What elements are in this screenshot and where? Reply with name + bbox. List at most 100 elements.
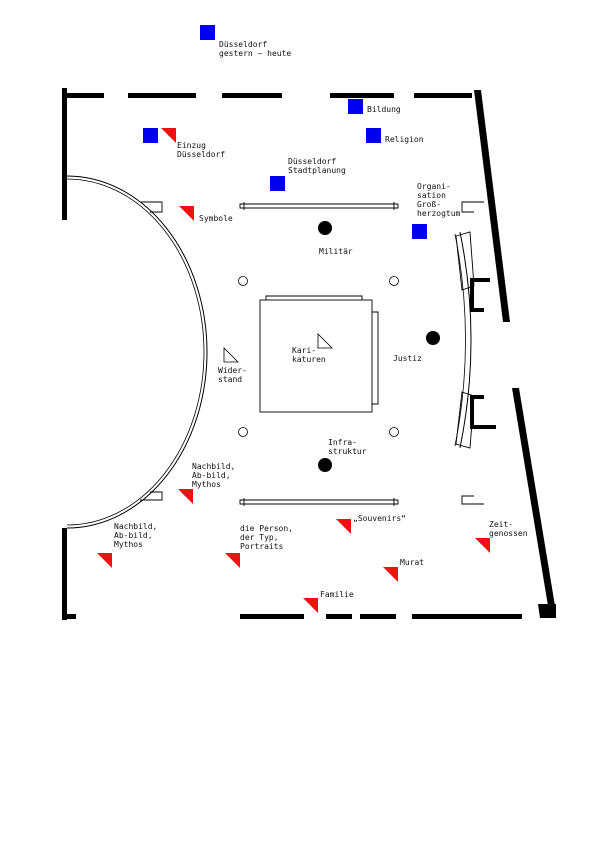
blue-marker-bildung bbox=[348, 99, 363, 114]
central-block-outer bbox=[259, 299, 373, 413]
right-wall-upper bbox=[474, 90, 510, 322]
label-line: Symbole bbox=[199, 214, 233, 223]
triangle-outline-widerstand bbox=[223, 347, 239, 363]
label-line: Infra- bbox=[328, 438, 357, 447]
label-line: katuren bbox=[292, 355, 326, 364]
display-case-right bbox=[455, 391, 475, 449]
blue-marker-stadtplanung bbox=[270, 176, 285, 191]
bottom-wall-segment bbox=[326, 614, 352, 619]
label-nachbild-outer: Nachbild,Ab-bild,Mythos bbox=[114, 522, 157, 549]
bottom-wall-segment bbox=[360, 614, 396, 619]
label-line: Familie bbox=[320, 590, 354, 599]
column bbox=[389, 427, 399, 437]
label-line: Stadtplanung bbox=[288, 166, 346, 175]
red-markers bbox=[97, 128, 490, 613]
round-object-militaer bbox=[318, 221, 332, 235]
label-line: Mythos bbox=[192, 480, 221, 489]
bottom-wall-segment bbox=[62, 614, 76, 619]
red-marker-einzug bbox=[161, 128, 176, 143]
curved-wall-inner bbox=[66, 178, 205, 526]
display-walls bbox=[140, 201, 484, 506]
bottom-wall-segment bbox=[412, 614, 522, 619]
label-line: stand bbox=[218, 375, 242, 384]
column bbox=[389, 276, 399, 286]
label-line: Düsseldorf bbox=[288, 157, 336, 166]
label-line: Nachbild, bbox=[114, 522, 157, 531]
walls bbox=[62, 88, 556, 620]
central-block bbox=[259, 295, 379, 413]
right-wall-lower bbox=[512, 388, 556, 612]
label-line: Ab-bild, bbox=[192, 471, 231, 480]
label-nachbild-inner: Nachbild,Ab-bild,Mythos bbox=[192, 462, 235, 489]
label-line: Ab-bild, bbox=[114, 531, 153, 540]
label-religion: Religion bbox=[385, 135, 424, 144]
label-line: Mythos bbox=[114, 540, 143, 549]
label-widerstand: Wider-stand bbox=[218, 366, 247, 384]
label-line: die Person, bbox=[240, 524, 293, 533]
label-familie: Familie bbox=[320, 590, 354, 599]
round-objects bbox=[318, 221, 440, 472]
label-line: Bildung bbox=[367, 105, 401, 114]
label-line: Wider- bbox=[218, 366, 247, 375]
blue-marker-organisation bbox=[412, 224, 427, 239]
blue-markers bbox=[143, 25, 427, 239]
label-line: Groß- bbox=[417, 200, 441, 209]
label-line: struktur bbox=[328, 447, 367, 456]
round-object-infrastruktur bbox=[318, 458, 332, 472]
label-murat: Murat bbox=[400, 558, 424, 567]
label-line: Religion bbox=[385, 135, 424, 144]
label-line: Justiz bbox=[393, 354, 422, 363]
red-marker-zeitgenossen bbox=[475, 538, 490, 553]
round-object-justiz bbox=[426, 331, 440, 345]
right-niche-bottom bbox=[470, 395, 484, 399]
label-line: herzogtum bbox=[417, 209, 461, 218]
label-zeitgenossen: Zeit-genossen bbox=[489, 520, 528, 538]
label-line: Kari- bbox=[292, 346, 316, 355]
right-niche-top bbox=[470, 308, 484, 312]
label-line: Düsseldorf bbox=[219, 40, 267, 49]
blue-marker-einzug bbox=[143, 128, 158, 143]
curved-wall-outer bbox=[66, 175, 208, 529]
top-wall-segment bbox=[414, 93, 472, 98]
red-marker-murat bbox=[383, 567, 398, 582]
display-wall-bottom bbox=[239, 499, 399, 505]
red-marker-symbole bbox=[179, 206, 194, 221]
label-infrastruktur: Infra-struktur bbox=[328, 438, 367, 456]
left-wall-bottom bbox=[62, 528, 67, 620]
red-marker-nachbild-inner bbox=[178, 489, 193, 504]
right-niche-bottom bbox=[470, 395, 474, 429]
label-bildung: Bildung bbox=[367, 105, 401, 114]
top-wall-segment bbox=[330, 93, 394, 98]
display-case-right bbox=[455, 231, 475, 291]
blue-marker-duesseldorf-gestern bbox=[200, 25, 215, 40]
red-marker-person bbox=[225, 553, 240, 568]
vitrine-left-bottom bbox=[140, 491, 163, 501]
label-line: „Souvenirs“ bbox=[353, 514, 406, 523]
bottom-wall-segment bbox=[240, 614, 304, 619]
vitrine-left-top bbox=[140, 201, 163, 213]
top-wall-segment bbox=[128, 93, 196, 98]
label-line: sation bbox=[417, 191, 446, 200]
column bbox=[238, 276, 248, 286]
curved-wall-right bbox=[459, 231, 472, 449]
label-symbole: Symbole bbox=[199, 214, 233, 223]
label-die-person: die Person,der Typ,Portraits bbox=[240, 524, 293, 551]
display-wall-top-end bbox=[243, 202, 395, 210]
right-niche-bottom bbox=[470, 425, 496, 429]
right-niche-top bbox=[470, 278, 474, 312]
label-karikaturen: Kari-katuren bbox=[292, 346, 326, 364]
top-wall-segment bbox=[62, 93, 104, 98]
label-militaer: Militär bbox=[319, 247, 353, 256]
left-wall-top bbox=[62, 88, 67, 220]
blue-marker-religion bbox=[366, 128, 381, 143]
triangle-outline-karikaturen bbox=[317, 333, 333, 349]
vitrine-right-bottom bbox=[461, 495, 484, 505]
label-line: Zeit- bbox=[489, 520, 513, 529]
label-line: der Typ, bbox=[240, 533, 279, 542]
label-line: Einzug bbox=[177, 141, 206, 150]
